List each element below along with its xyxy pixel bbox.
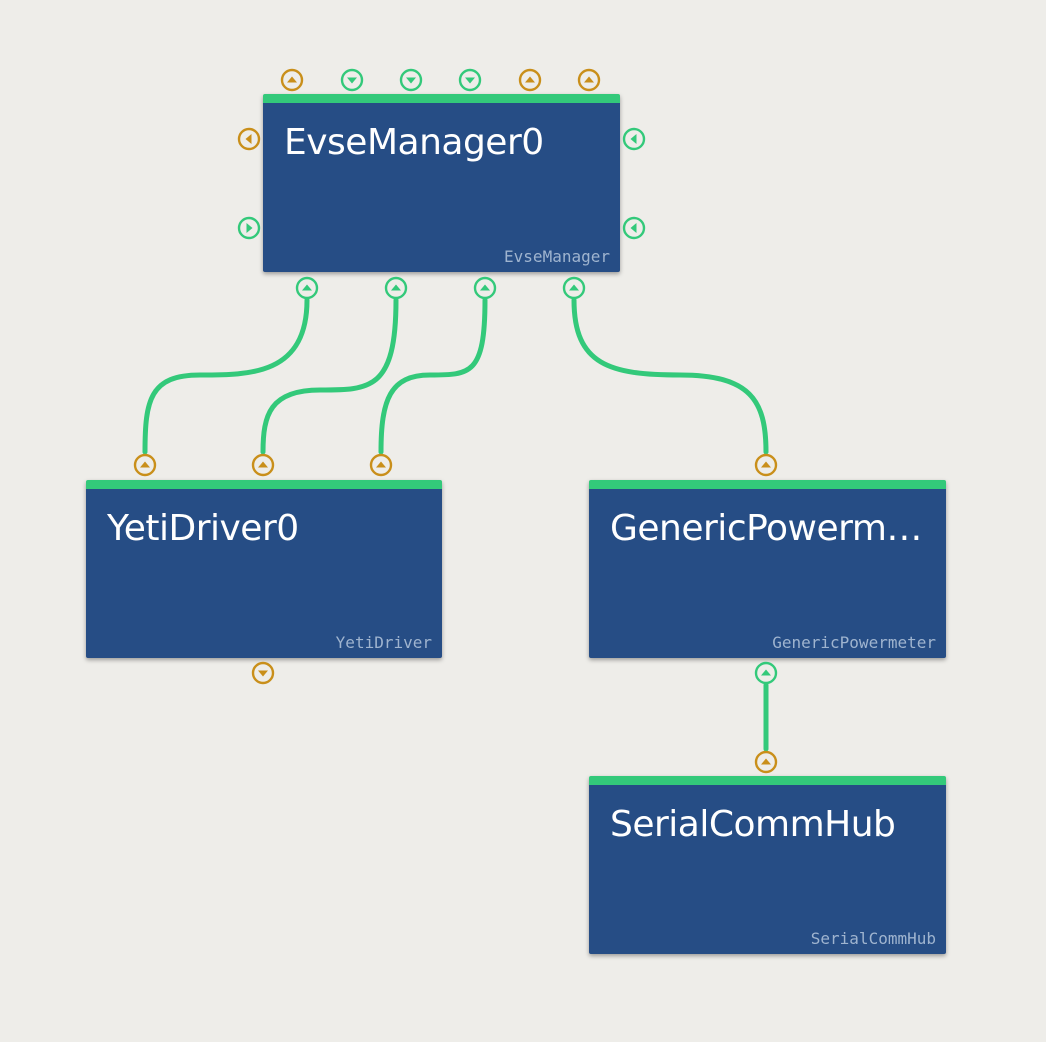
connection-edge[interactable] (142, 297, 310, 455)
port-up-icon[interactable] (295, 276, 319, 300)
node-type-label: EvseManager (504, 247, 610, 266)
port-up-icon[interactable] (562, 276, 586, 300)
port-up-icon[interactable] (754, 453, 778, 477)
port-down-icon[interactable] (340, 68, 364, 92)
port-right-icon[interactable] (237, 216, 261, 240)
node-type-label: GenericPowermeter (772, 633, 936, 652)
node-type-label: YetiDriver (335, 633, 432, 652)
node-generic-powermeter[interactable]: GenericPowerm… GenericPowermeter (589, 480, 946, 658)
port-up-icon[interactable] (577, 68, 601, 92)
port-up-icon[interactable] (133, 453, 157, 477)
port-down-icon[interactable] (399, 68, 423, 92)
node-evse-manager[interactable]: EvseManager0 EvseManager (263, 94, 620, 272)
node-type-label: SerialCommHub (810, 929, 936, 948)
port-left-icon[interactable] (622, 127, 646, 151)
connection-edge[interactable] (378, 297, 488, 455)
connection-edge[interactable] (260, 297, 399, 455)
port-up-icon[interactable] (384, 276, 408, 300)
port-left-icon[interactable] (237, 127, 261, 151)
port-left-icon[interactable] (622, 216, 646, 240)
port-up-icon[interactable] (754, 661, 778, 685)
node-yeti-driver[interactable]: YetiDriver0 YetiDriver (86, 480, 442, 658)
connection-edge[interactable] (571, 297, 769, 455)
port-down-icon[interactable] (251, 661, 275, 685)
port-up-icon[interactable] (473, 276, 497, 300)
port-up-icon[interactable] (251, 453, 275, 477)
node-serial-comm-hub[interactable]: SerialCommHub SerialCommHub (589, 776, 946, 954)
port-up-icon[interactable] (369, 453, 393, 477)
port-up-icon[interactable] (754, 750, 778, 774)
port-up-icon[interactable] (280, 68, 304, 92)
port-down-icon[interactable] (458, 68, 482, 92)
port-up-icon[interactable] (518, 68, 542, 92)
